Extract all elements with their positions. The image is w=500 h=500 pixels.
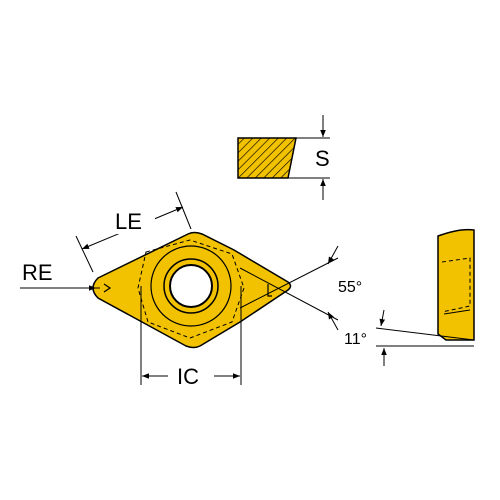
nose-mark-left	[103, 283, 112, 293]
ic-label: IC	[177, 364, 199, 389]
angle-11-line-upper	[375, 327, 475, 341]
top-view	[92, 231, 292, 349]
le-extension-left	[75, 235, 94, 273]
re-label: RE	[22, 260, 53, 285]
hole-counterbore	[163, 258, 219, 314]
angle-11-arrow-upper	[379, 309, 386, 327]
mounting-hole	[169, 264, 213, 308]
angle-55-arrow-upper	[327, 245, 339, 265]
le-label-bg	[113, 206, 155, 234]
angle-11-dimension: 11°	[344, 309, 475, 366]
angle-55-arrow-lower	[327, 311, 339, 331]
angle-55-dimension: 55°	[239, 245, 362, 331]
s-label: S	[315, 146, 330, 171]
le-dimension: LE	[75, 191, 192, 273]
angle-11-label: 11°	[344, 331, 367, 348]
side-section-view: S	[237, 115, 330, 200]
le-extension-right	[175, 191, 192, 230]
angle-55-label: 55°	[338, 279, 362, 296]
end-view-edge	[443, 309, 471, 315]
angle-55-line-lower	[239, 267, 339, 321]
re-dimension: RE	[20, 260, 100, 291]
le-label: LE	[115, 209, 142, 234]
section-hatched	[237, 137, 297, 179]
angle-55-line-upper	[239, 257, 339, 309]
nose-mark-right	[267, 284, 272, 297]
end-view-hidden-line	[441, 257, 471, 313]
ic-dimension: IC	[140, 286, 242, 389]
end-view	[437, 228, 475, 341]
hole-outer-ring	[150, 245, 232, 327]
end-view-body	[437, 228, 475, 341]
